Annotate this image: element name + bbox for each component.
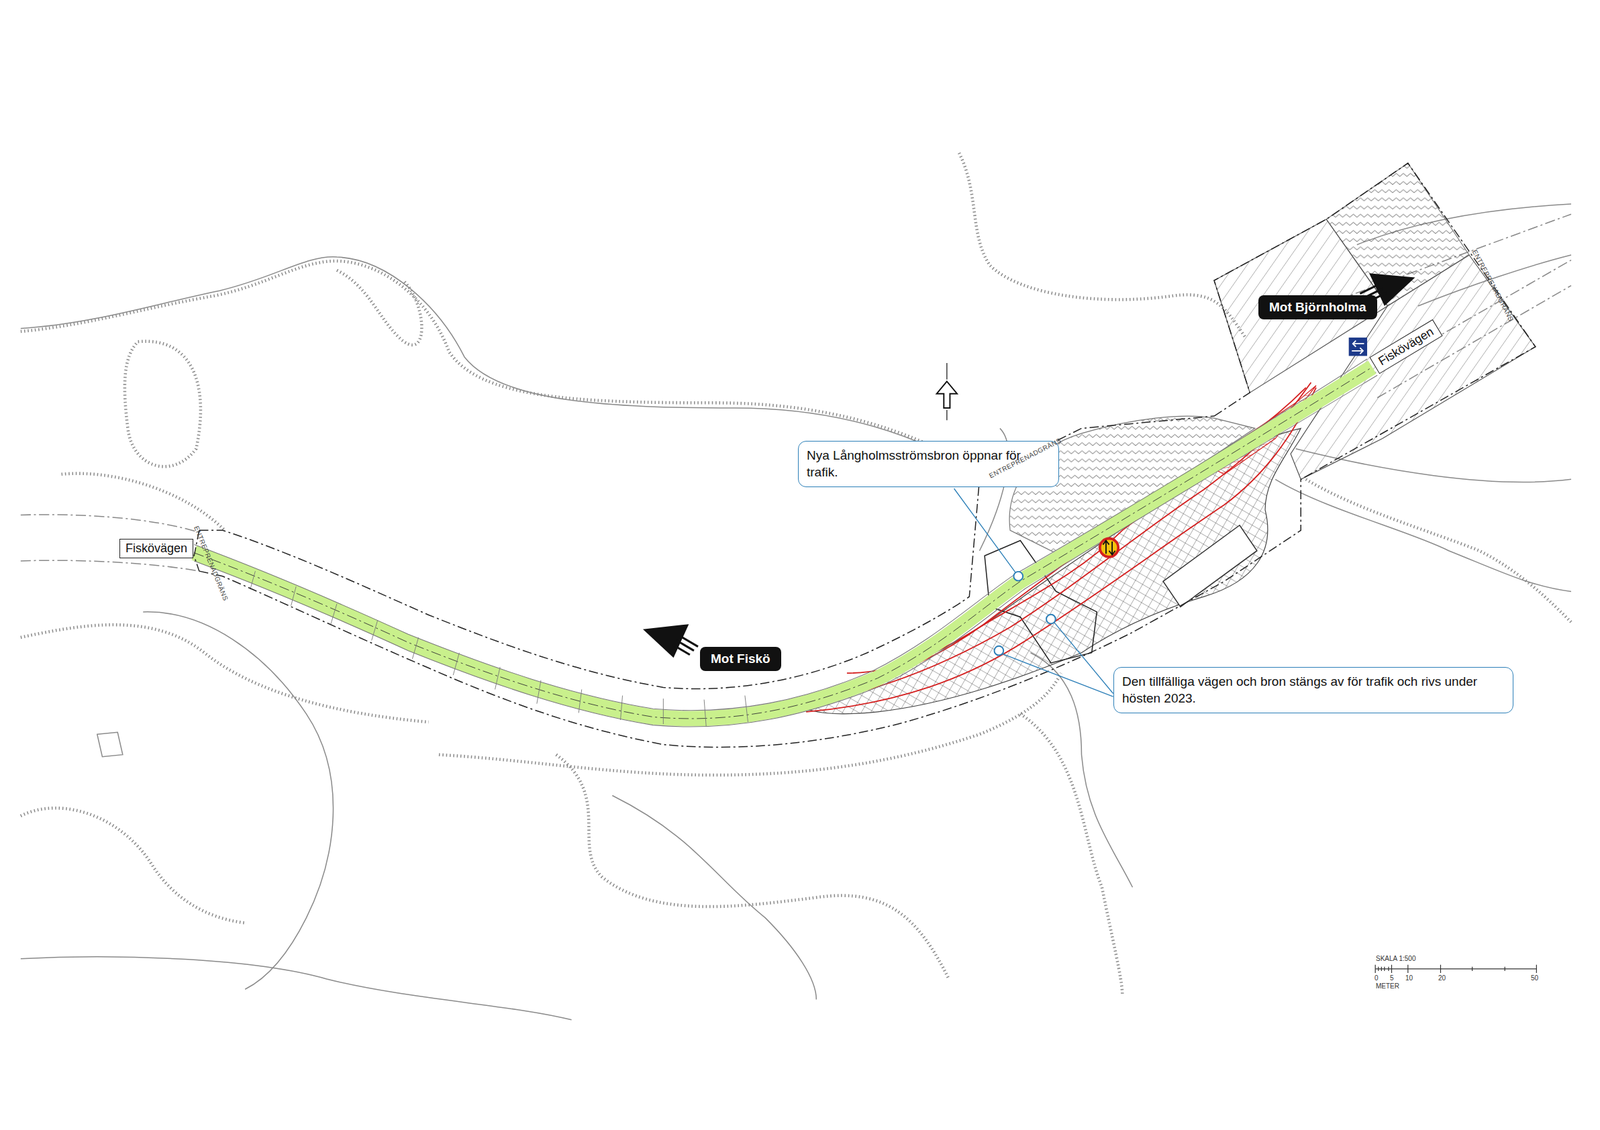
sign-arrows — [1102, 540, 1115, 556]
node-text: Mot Björnholma — [1269, 300, 1367, 315]
road-centerline — [193, 367, 1372, 719]
slope-line — [556, 755, 949, 980]
new-road — [193, 367, 1372, 719]
scale-number: 0 — [1374, 974, 1379, 982]
contour-line — [142, 612, 333, 990]
slope-line — [61, 473, 225, 531]
callout-box: Den tillfälliga vägen och bron stängs av… — [1113, 667, 1514, 714]
north-arrow-line — [946, 363, 947, 380]
slope-line — [959, 153, 1245, 337]
slope-line — [1020, 714, 1123, 995]
scale-line — [1375, 968, 1537, 970]
slope-sections — [250, 571, 749, 727]
scale-number: 20 — [1438, 974, 1446, 982]
boundary-label: ENTREPRENADGRÄNS — [192, 524, 230, 603]
node-text: Den tillfälliga vägen och bron stängs av… — [1122, 673, 1505, 707]
leader-line — [1053, 622, 1113, 694]
slope-line — [124, 341, 201, 468]
traffic-sign — [1348, 337, 1368, 356]
slope-line — [20, 261, 980, 472]
north-arrow-line — [946, 410, 947, 421]
contour-line — [1275, 479, 1572, 592]
node-text: Fiskövägen — [125, 541, 188, 556]
boundary-label: ENTREPRENADGRÄNS — [1471, 248, 1516, 323]
road-name: Fiskövägen — [119, 538, 194, 559]
point-marker — [1013, 571, 1023, 582]
node-text: Fiskövägen — [1375, 324, 1437, 369]
contour-line — [20, 957, 572, 1021]
temporary-road — [795, 382, 1317, 713]
slope-line — [20, 808, 245, 923]
sign-plate — [1348, 337, 1368, 356]
leader-lines — [953, 488, 1113, 697]
road-edge — [193, 359, 1368, 711]
traffic-sign — [1100, 538, 1119, 557]
temp-road-line — [795, 382, 1312, 707]
arrow-tail — [672, 636, 698, 655]
direction-label: Mot Fiskö — [700, 646, 782, 672]
direction-arrow — [642, 624, 698, 658]
node-text: Mot Fiskö — [710, 651, 771, 667]
road-edge — [20, 514, 200, 533]
road-name: Fiskövägen — [1369, 319, 1443, 375]
terrain-contours — [20, 153, 1572, 1021]
scale-number: 50 — [1530, 974, 1539, 982]
scale-number: 5 — [1389, 974, 1394, 982]
direction-label: Mot Björnholma — [1258, 295, 1378, 320]
contract-boundary — [193, 163, 1536, 747]
contour-line — [97, 732, 123, 757]
point-marker — [994, 646, 1005, 656]
scale-bar — [1375, 965, 1537, 974]
contour-line — [612, 795, 817, 1000]
leader-line — [953, 488, 1015, 573]
north-arrow — [936, 381, 958, 409]
boundary-line — [199, 416, 1215, 689]
boundary-line — [1214, 163, 1536, 480]
temp-road-line — [816, 387, 1307, 694]
sign-ring — [1100, 538, 1119, 557]
scale-ticks — [1375, 965, 1537, 974]
scale-number: 10 — [1405, 974, 1413, 982]
arrow-head — [642, 624, 689, 658]
sign-arrows — [1351, 340, 1364, 355]
slope-line — [336, 270, 422, 345]
slope-line — [1306, 479, 1572, 623]
scale-title: SKALA 1:500 — [1375, 955, 1417, 963]
leader-line — [1002, 653, 1114, 697]
road-edge — [20, 560, 200, 572]
scale-unit: METER — [1375, 982, 1400, 990]
point-marker — [1046, 614, 1056, 625]
slope-line — [20, 624, 429, 723]
